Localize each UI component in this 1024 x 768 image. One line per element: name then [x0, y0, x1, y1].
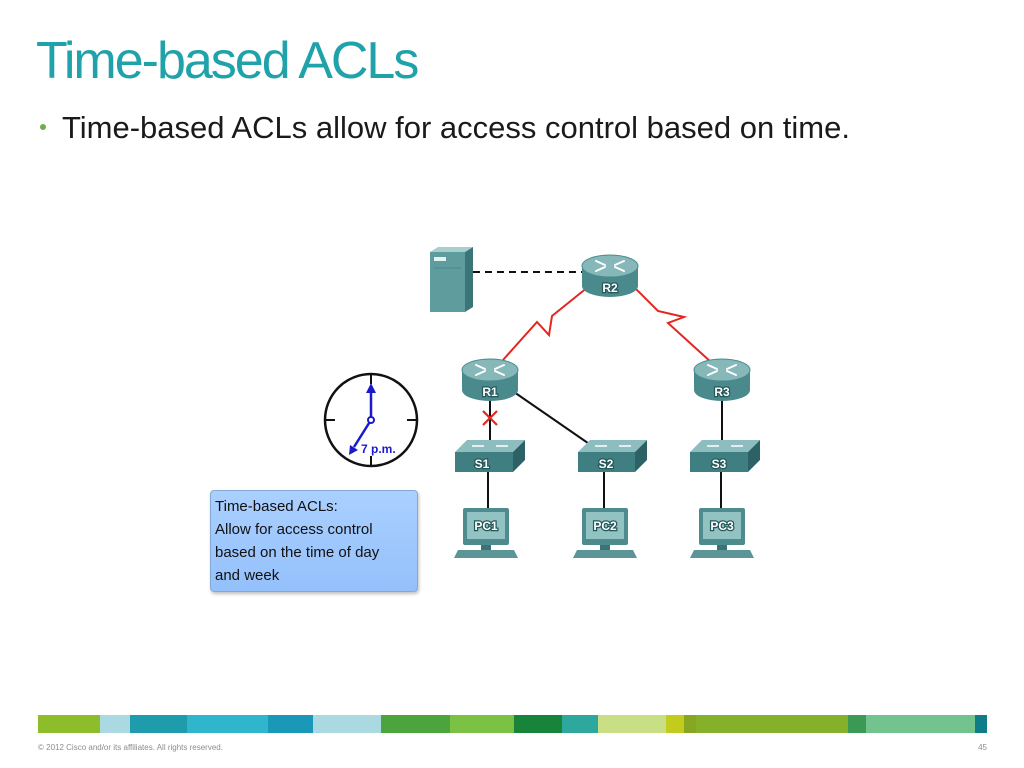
footer-bar-segment	[666, 715, 684, 733]
pc-label-pc3: PC3	[710, 519, 734, 533]
router-top	[693, 358, 751, 382]
server-side	[465, 247, 473, 312]
bullet-item: Time-based ACLs allow for access control…	[38, 112, 868, 146]
keyboard	[573, 550, 637, 558]
pc-pc1: PC1	[454, 508, 518, 558]
router-label-r1: R1	[482, 385, 498, 399]
pc-label-pc2: PC2	[593, 519, 617, 533]
switch-front	[578, 452, 635, 472]
switch-label-s3: S3	[712, 457, 727, 471]
link-r1-s2	[513, 391, 599, 451]
monitor-stand	[717, 545, 727, 550]
monitor-screen	[467, 512, 505, 539]
clock-ticks	[325, 374, 417, 466]
callout-line: Allow for access control	[215, 521, 373, 538]
router-r1: R1	[461, 358, 519, 401]
keyboard	[690, 550, 754, 558]
clock-minute-arrowhead	[366, 383, 376, 393]
server-drive	[434, 257, 446, 261]
switch-top	[690, 440, 760, 452]
monitor-stand	[481, 545, 491, 550]
footer-bar-segment	[975, 715, 987, 733]
callout-line: and week	[215, 567, 280, 584]
footer-bar-segment	[450, 715, 514, 733]
serial-link-r2-r3	[633, 286, 713, 364]
footer-bar-segment	[848, 715, 866, 733]
footer-bar-segment	[562, 715, 598, 733]
footer-color-bar	[38, 715, 987, 733]
clock-time-label: 7 p.m.	[361, 442, 396, 456]
keyboard	[454, 550, 518, 558]
bullet-marker-icon	[40, 124, 46, 130]
footer-bar-segment	[514, 715, 562, 733]
callout-box: Time-based ACLs: Allow for access contro…	[210, 490, 418, 592]
switch-s3: S3	[690, 440, 760, 472]
footer-bar-segment	[684, 715, 696, 733]
pc-label-pc1: PC1	[474, 519, 498, 533]
footer-bar-segment	[38, 715, 100, 733]
router-arrows-icon	[595, 260, 625, 272]
callout-heading: Time-based ACLs:	[215, 498, 338, 515]
page-number: 45	[978, 743, 987, 752]
switch-front	[690, 452, 748, 472]
switch-label-s2: S2	[599, 457, 614, 471]
router-r3: R3	[693, 358, 751, 401]
pc-pc3: PC3	[690, 508, 754, 558]
footer-bar-segment	[313, 715, 381, 733]
router-label-r2: R2	[602, 281, 618, 295]
router-r2: R2	[581, 254, 639, 297]
footer-bar-segment	[696, 715, 848, 733]
clock-center	[367, 416, 375, 424]
switch-front	[455, 452, 513, 472]
footer-copyright: © 2012 Cisco and/or its affiliates. All …	[38, 743, 223, 752]
footer-bar-segment	[187, 715, 268, 733]
pc-pc2: PC2	[573, 508, 637, 558]
monitor-stand	[600, 545, 610, 550]
switch-side	[513, 440, 525, 472]
switch-label-s1: S1	[475, 457, 490, 471]
monitor-screen	[703, 512, 741, 539]
footer-bar-segment	[598, 715, 666, 733]
monitor-screen	[586, 512, 624, 539]
router-label-r3: R3	[714, 385, 730, 399]
clock-hour-arrowhead	[349, 445, 358, 455]
footer-bar-segment	[100, 715, 130, 733]
clock-hour-hand	[352, 419, 373, 448]
switch-side	[635, 440, 647, 472]
footer-bar-segment	[268, 715, 313, 733]
serial-link-r2-r1	[502, 286, 589, 361]
switch-side	[748, 440, 760, 472]
router-arrows-icon	[707, 364, 737, 376]
slide-title: Time-based ACLs	[36, 32, 419, 90]
server-icon	[430, 247, 473, 312]
switch-s2: S2	[578, 440, 647, 472]
footer-bar-segment	[866, 715, 975, 733]
footer-bar-segment	[381, 715, 450, 733]
switch-s1: S1	[455, 440, 525, 472]
router-top	[581, 254, 639, 278]
server-front	[430, 252, 465, 312]
clock-icon: 7 p.m.	[323, 372, 419, 468]
router-top	[461, 358, 519, 382]
switch-top	[455, 440, 525, 452]
switch-top	[578, 440, 647, 452]
blocked-x-stroke	[482, 410, 498, 426]
router-arrows-icon	[475, 364, 505, 376]
footer-bar-segment	[130, 715, 187, 733]
server-top	[430, 247, 473, 252]
blocked-x-icon	[482, 410, 498, 426]
bullet-text: Time-based ACLs allow for access control…	[62, 110, 850, 145]
callout-line: based on the time of day	[215, 544, 380, 561]
